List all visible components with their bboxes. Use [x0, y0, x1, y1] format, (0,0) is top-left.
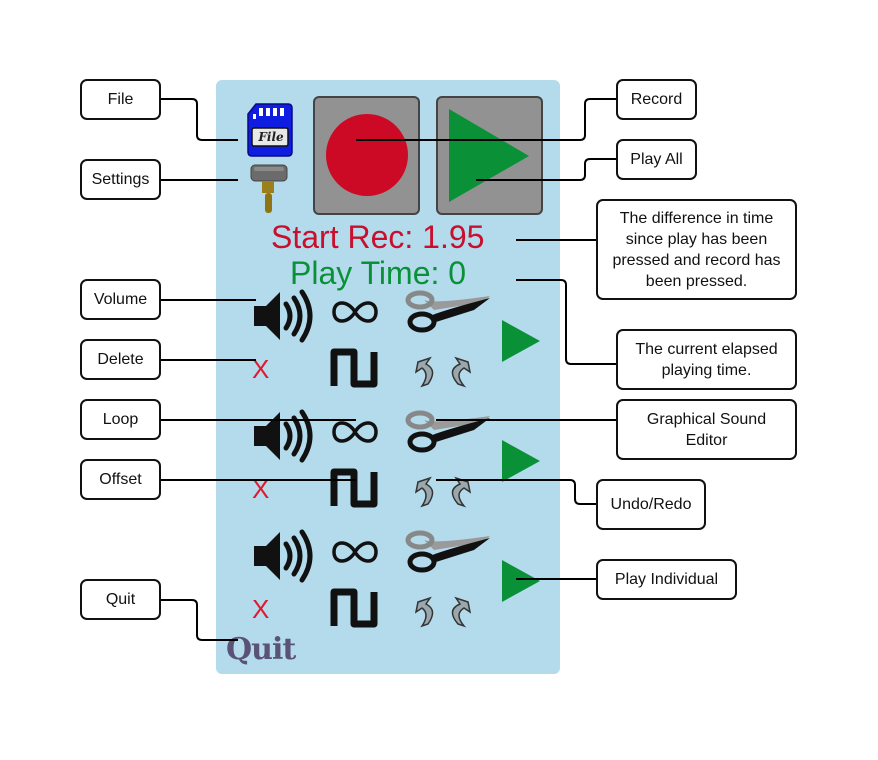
- callout-settings: Settings: [80, 159, 161, 200]
- undo-redo-button[interactable]: [408, 354, 478, 395]
- delete-button[interactable]: X: [252, 594, 270, 624]
- sound-editor-button[interactable]: [404, 290, 494, 341]
- callout-undo-redo: Undo/Redo: [596, 479, 706, 530]
- offset-icon: [330, 588, 378, 628]
- record-circle-icon: [326, 114, 408, 196]
- undo-redo-icon: [414, 476, 472, 508]
- callout-play-individual: Play Individual: [596, 559, 737, 600]
- loop-icon: [332, 301, 378, 323]
- settings-button[interactable]: [248, 163, 290, 215]
- sd-card-icon: [247, 103, 293, 157]
- offset-button[interactable]: [330, 348, 380, 393]
- callout-play-all: Play All: [616, 139, 697, 180]
- undo-redo-icon: [414, 356, 472, 388]
- callout-quit: Quit: [80, 579, 161, 620]
- volume-button[interactable]: [250, 408, 314, 469]
- sound-editor-icon: [405, 410, 490, 453]
- play-individual-button[interactable]: [500, 318, 542, 369]
- loop-icon: [332, 541, 378, 563]
- callout-start-rec-desc: The difference in time since play has be…: [596, 199, 797, 300]
- play-individual-button[interactable]: [500, 438, 542, 489]
- volume-icon: [254, 409, 313, 463]
- quit-button[interactable]: Quit: [226, 632, 296, 667]
- offset-button[interactable]: [330, 588, 380, 633]
- delete-button[interactable]: X: [252, 354, 270, 384]
- settings-key-icon: [250, 164, 288, 213]
- callout-delete: Delete: [80, 339, 161, 380]
- offset-icon: [330, 348, 378, 388]
- sound-editor-button[interactable]: [404, 410, 494, 461]
- loop-button[interactable]: [330, 414, 380, 455]
- volume-button[interactable]: [250, 288, 314, 349]
- delete-button[interactable]: X: [252, 474, 270, 504]
- play-all-icon: [449, 109, 529, 202]
- offset-button[interactable]: [330, 468, 380, 513]
- callout-sound-editor: Graphical Sound Editor: [616, 399, 797, 460]
- callout-volume: Volume: [80, 279, 161, 320]
- volume-button[interactable]: [250, 528, 314, 589]
- callout-file: File: [80, 79, 161, 120]
- undo-redo-button[interactable]: [408, 474, 478, 515]
- play-individual-icon: [502, 320, 540, 362]
- callout-play-time-desc: The current elapsed playing time.: [616, 329, 797, 390]
- undo-redo-icon: [414, 596, 472, 628]
- play-all-button[interactable]: [436, 96, 543, 215]
- callout-loop: Loop: [80, 399, 161, 440]
- sound-editor-icon: [405, 530, 490, 573]
- callout-offset: Offset: [80, 459, 161, 500]
- file-button[interactable]: File: [246, 102, 294, 158]
- undo-redo-button[interactable]: [408, 594, 478, 635]
- volume-icon: [254, 289, 313, 343]
- offset-icon: [330, 468, 378, 508]
- play-individual-icon: [502, 440, 540, 482]
- play-individual-button[interactable]: [500, 558, 542, 609]
- play-time-status: Play Time: 0: [290, 255, 467, 291]
- start-rec-status: Start Rec: 1.95: [271, 219, 485, 255]
- sound-editor-icon: [405, 290, 490, 333]
- record-button[interactable]: [313, 96, 420, 215]
- loop-button[interactable]: [330, 534, 380, 575]
- volume-icon: [254, 529, 313, 583]
- play-individual-icon: [502, 560, 540, 602]
- callout-record: Record: [616, 79, 697, 120]
- sound-editor-button[interactable]: [404, 530, 494, 581]
- loop-icon: [332, 421, 378, 443]
- loop-button[interactable]: [330, 294, 380, 335]
- file-icon-label: File: [258, 130, 284, 144]
